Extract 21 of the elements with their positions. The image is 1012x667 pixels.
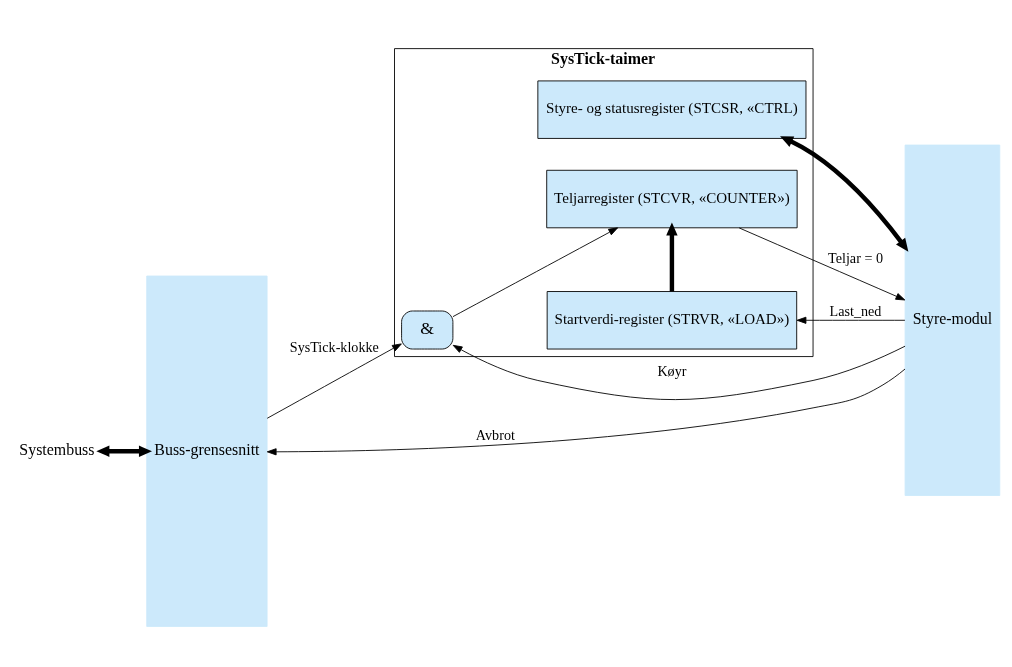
arrow [666, 221, 678, 291]
node-box: Buss-grensesnitt [146, 275, 268, 627]
arrow [96, 445, 152, 457]
edge-label: SysTick-klokke [289, 338, 379, 355]
arrow [780, 135, 909, 252]
node-box: Startverdi-register (STRVR, «LOAD») [546, 290, 798, 349]
edge-label: Teljar = 0 [828, 249, 883, 266]
node-box: Styre- og statusregister (STCSR, «CTRL) [537, 80, 807, 139]
edge-label: Avbrot [475, 426, 515, 443]
arrow [738, 227, 906, 300]
arrow [266, 368, 906, 455]
arrow [796, 316, 906, 324]
arrow [452, 226, 619, 317]
node-box: & [401, 310, 454, 349]
node-box: Styre-modul [904, 144, 1001, 496]
node-text: Systembuss [19, 440, 95, 458]
node-box: Teljarregister (STCVR, «COUNTER») [546, 169, 798, 228]
edge-label: Last_ned [829, 302, 882, 319]
arrow [266, 342, 402, 419]
arrow [452, 344, 906, 400]
edge-label: Køyr [657, 362, 687, 379]
